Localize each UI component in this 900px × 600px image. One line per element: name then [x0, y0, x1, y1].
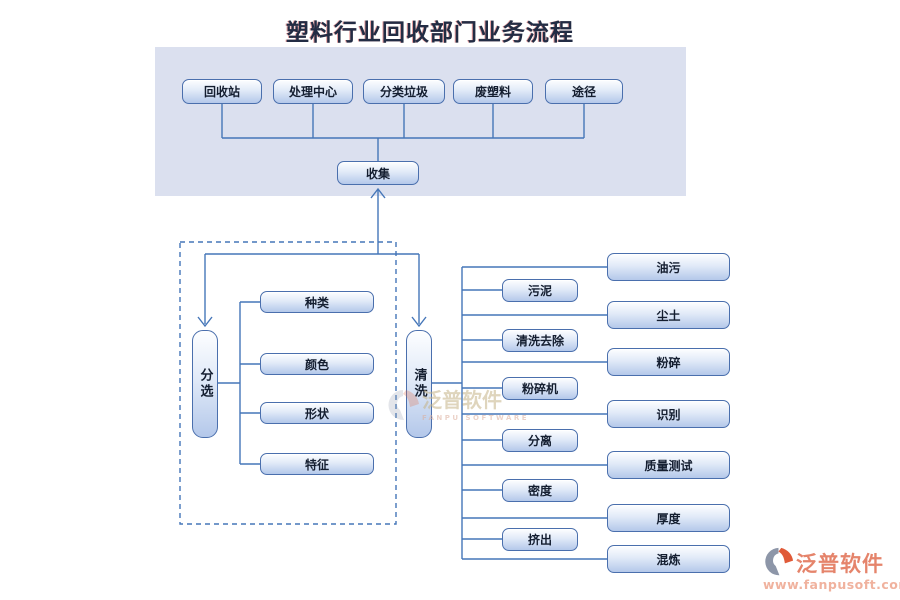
node-quality-test: 质量测试 [607, 451, 730, 479]
page-title: 塑料行业回收部门业务流程 [286, 20, 574, 46]
node-channel: 途径 [545, 79, 623, 104]
node-sludge: 污泥 [502, 279, 578, 302]
fanpu-logo-icon [765, 547, 794, 576]
brand-url: www.fanpusoft.com [763, 577, 900, 592]
node-washing-pill: 清洗 [406, 330, 432, 438]
node-recycle-station: 回收站 [182, 79, 262, 104]
node-feature: 特征 [260, 453, 374, 475]
node-color: 颜色 [260, 353, 374, 375]
node-sorted-garbage: 分类垃圾 [363, 79, 445, 104]
node-wash-removal: 清洗去除 [502, 329, 578, 352]
node-crushing: 粉碎 [607, 348, 730, 376]
brand-name: 泛普软件 [796, 551, 884, 576]
node-processing-center: 处理中心 [273, 79, 353, 104]
node-separation: 分离 [502, 429, 578, 452]
node-extrusion: 挤出 [502, 528, 578, 551]
node-identification: 识别 [607, 400, 730, 428]
node-thickness: 厚度 [607, 504, 730, 532]
node-collect: 收集 [337, 161, 419, 185]
node-density: 密度 [502, 479, 578, 502]
node-sorting-pill: 分选 [192, 330, 218, 438]
node-waste-plastic: 废塑料 [453, 79, 533, 104]
top-banner-panel [155, 47, 686, 196]
node-kind: 种类 [260, 291, 374, 313]
node-mixing: 混炼 [607, 545, 730, 573]
brand-logo: 泛普软件 www.fanpusoft.com [763, 546, 900, 592]
node-shape: 形状 [260, 402, 374, 424]
node-oil-stain: 油污 [607, 253, 730, 281]
node-crusher: 粉碎机 [502, 377, 578, 400]
node-dust: 尘土 [607, 301, 730, 329]
